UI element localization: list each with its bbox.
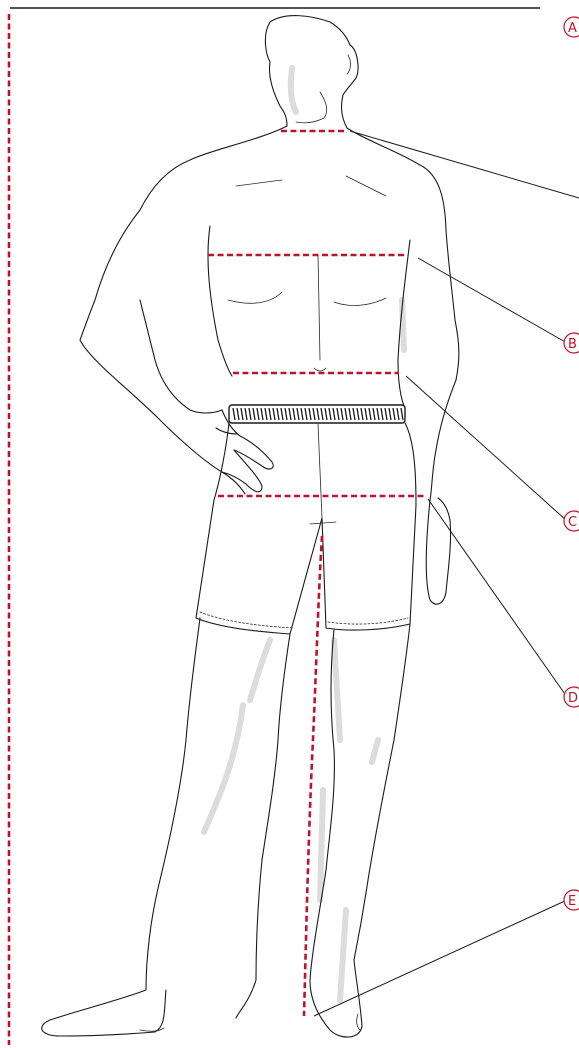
leader-line-a: [350, 131, 579, 198]
marker-a-label: A: [568, 21, 577, 36]
marker-b: B: [564, 333, 579, 353]
marker-a: A: [564, 17, 579, 37]
leader-line-b: [418, 258, 567, 343]
shorts-outline: [196, 423, 416, 634]
marker-c-label: C: [568, 515, 577, 530]
marker-e: E: [564, 890, 579, 910]
male-figure: [42, 16, 459, 1037]
marker-e-label: E: [568, 894, 576, 909]
marker-b-label: B: [568, 337, 577, 352]
inseam-measure-line: [304, 536, 322, 1016]
marker-c: C: [564, 511, 579, 531]
leader-line-d: [428, 499, 567, 697]
leader-line-e: [314, 900, 567, 1016]
marker-d: D: [564, 687, 579, 707]
head-outline: [265, 16, 358, 128]
figure-shading: [204, 68, 404, 1000]
marker-d-label: D: [568, 691, 578, 706]
legs-outline: [42, 618, 410, 1037]
